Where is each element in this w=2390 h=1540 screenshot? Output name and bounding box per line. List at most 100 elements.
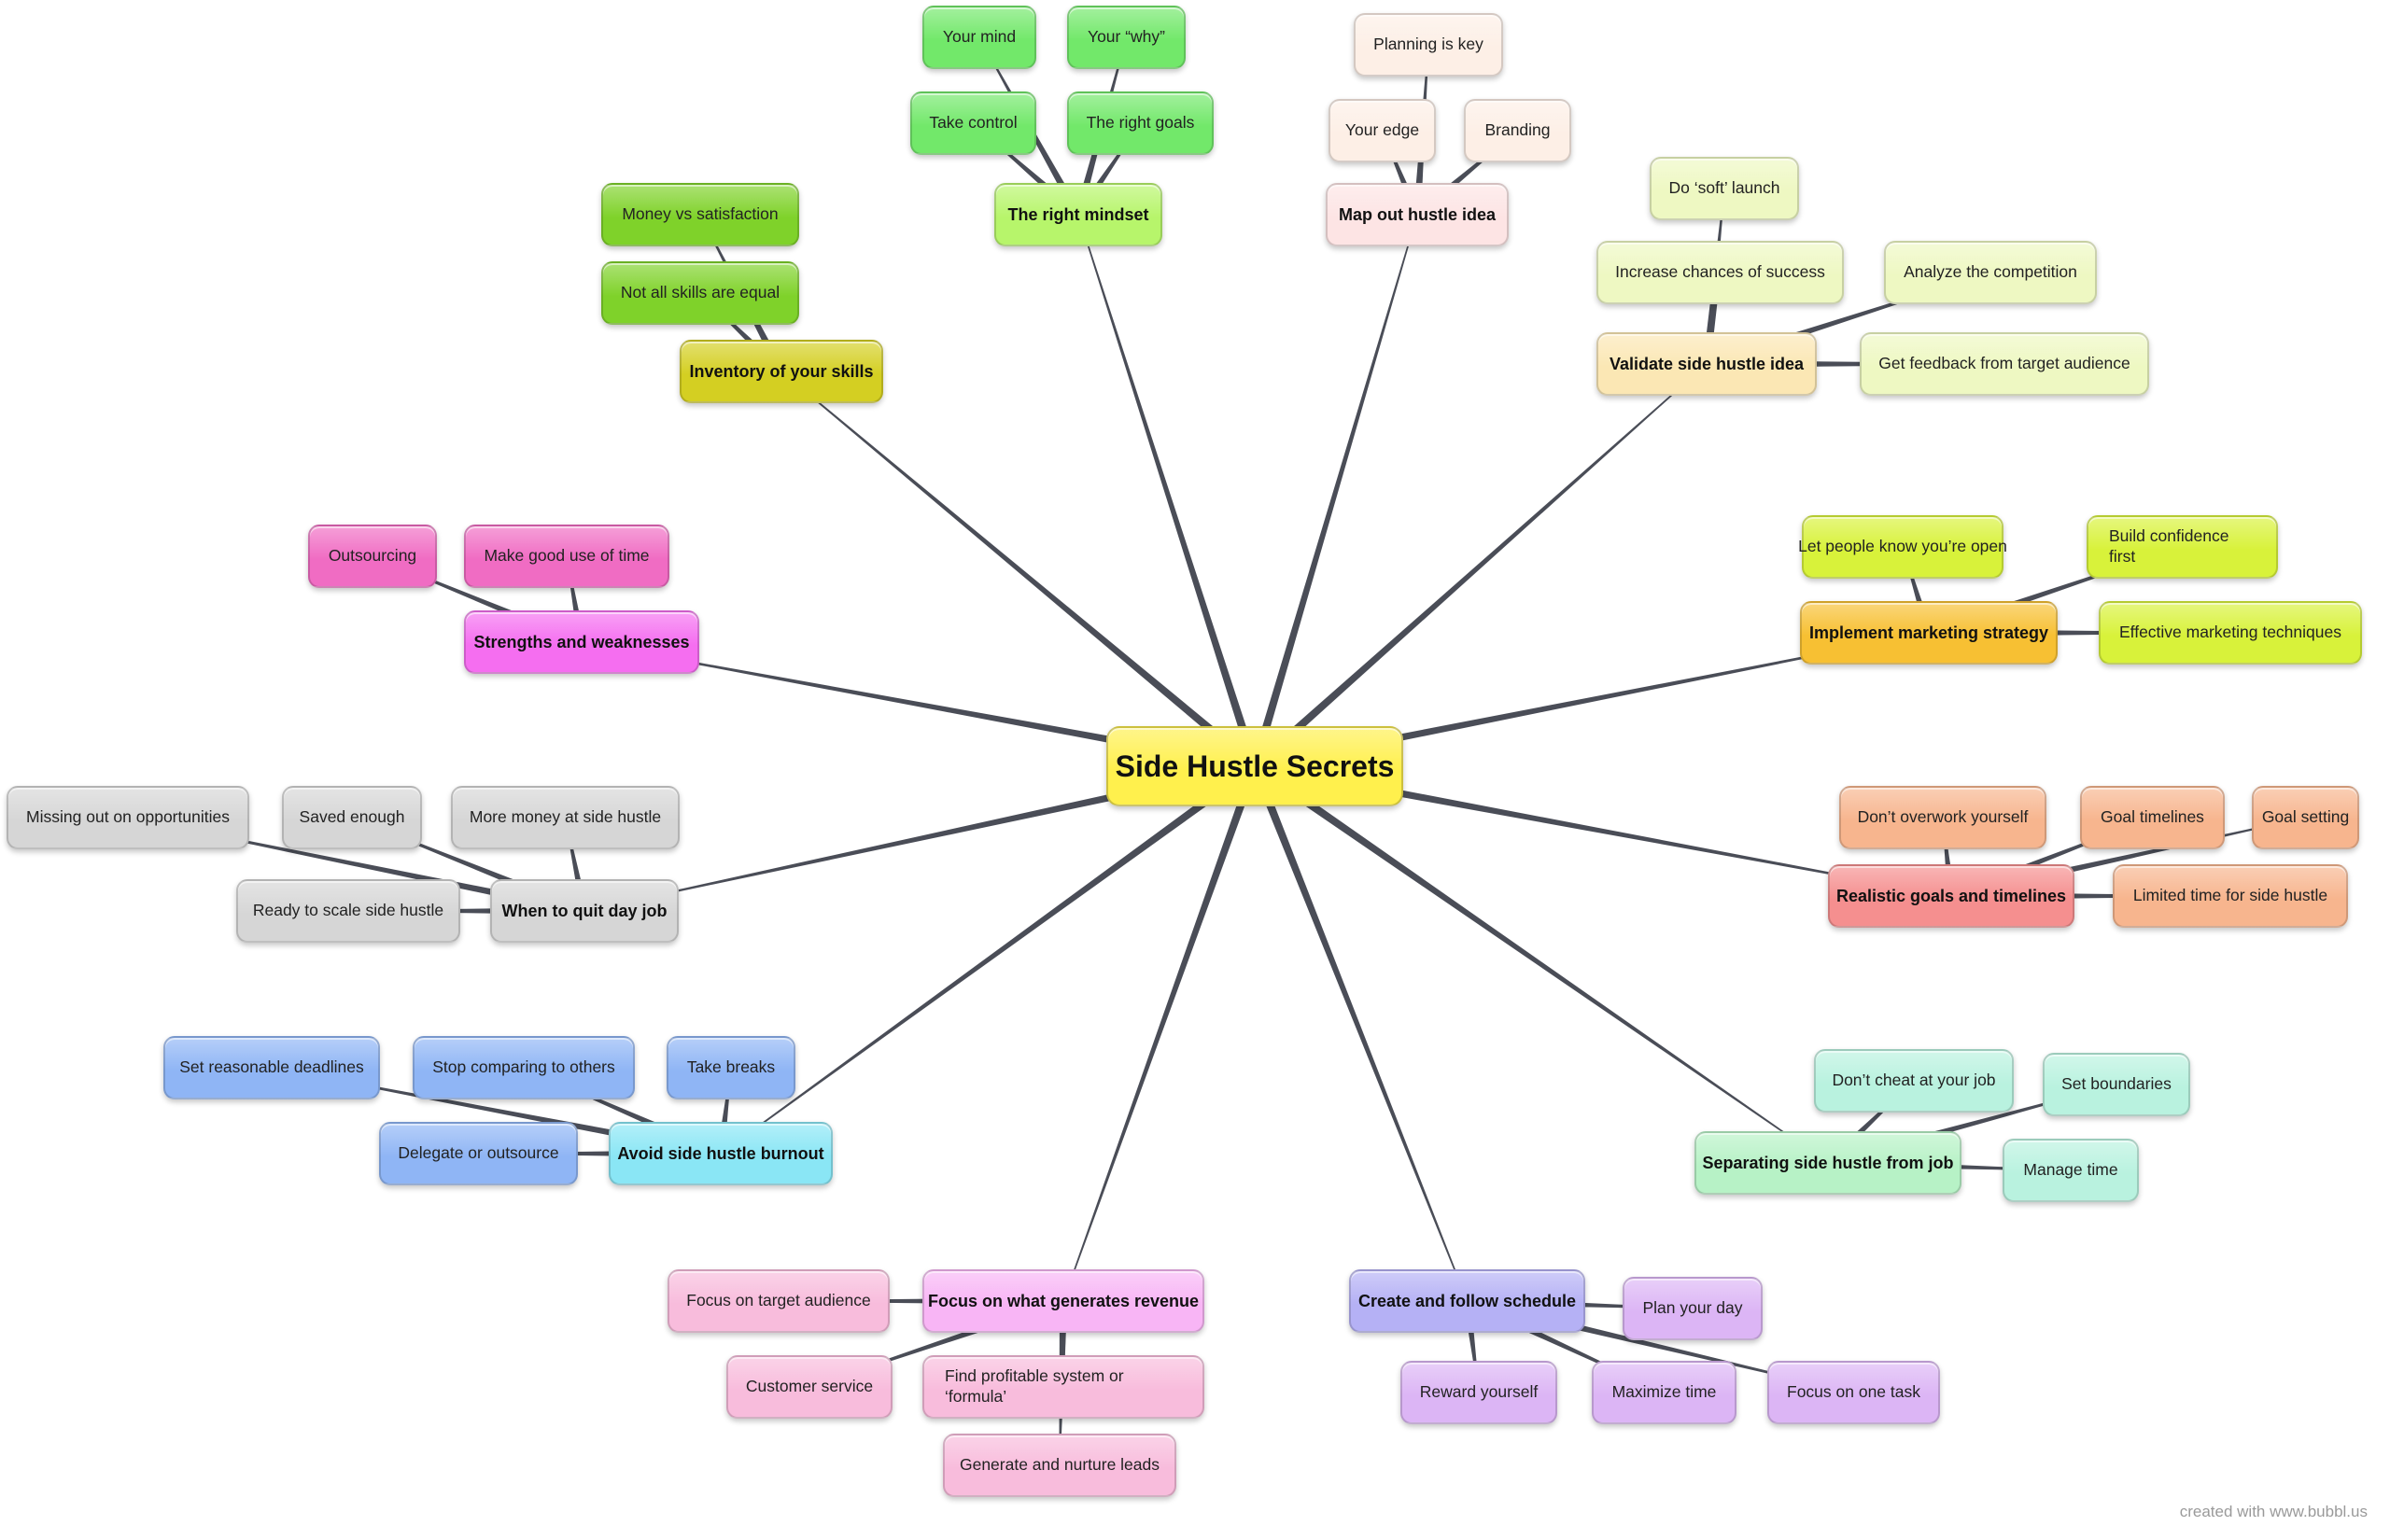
leaf-node-focus-one-task[interactable]: Focus on one task: [1767, 1361, 1940, 1424]
edge-root-schedule: [1250, 764, 1469, 1302]
node-label: Goal timelines: [2101, 807, 2204, 827]
branch-node-validate-idea[interactable]: Validate side hustle idea: [1596, 332, 1817, 396]
leaf-node-manage-time[interactable]: Manage time: [2003, 1139, 2139, 1202]
node-label: More money at side hustle: [469, 807, 662, 827]
leaf-node-not-all-skills[interactable]: Not all skills are equal: [601, 261, 799, 325]
branch-node-schedule[interactable]: Create and follow schedule: [1349, 1269, 1585, 1333]
node-label: Effective marketing techniques: [2118, 623, 2341, 642]
edge-root-separating: [1252, 763, 1829, 1164]
leaf-node-limited-time[interactable]: Limited time for side hustle: [2113, 864, 2348, 928]
edge-root-strengths: [581, 641, 1256, 771]
node-label: Manage time: [2023, 1160, 2118, 1180]
node-label: Focus on what generates revenue: [927, 1291, 1200, 1310]
leaf-node-reward-yourself[interactable]: Reward yourself: [1400, 1361, 1557, 1424]
edge-root-realistic: [1254, 762, 1952, 897]
leaf-node-delegate-outsource[interactable]: Delegate or outsource: [379, 1122, 578, 1185]
node-label: Don’t cheat at your job: [1832, 1071, 1996, 1090]
branch-node-marketing-strategy[interactable]: Implement marketing strategy: [1800, 601, 2058, 665]
node-label: Branding: [1484, 120, 1551, 140]
node-label: Make good use of time: [484, 546, 650, 566]
node-label: Analyze the competition: [1904, 262, 2077, 282]
node-label: Take control: [929, 113, 1018, 133]
leaf-node-right-goals[interactable]: The right goals: [1067, 91, 1214, 155]
leaf-node-plan-your-day[interactable]: Plan your day: [1623, 1277, 1763, 1340]
node-label: Your mind: [942, 27, 1017, 47]
root-label: Side Hustle Secrets: [1115, 749, 1395, 783]
edge-root-validate: [1252, 363, 1708, 770]
leaf-node-more-money[interactable]: More money at side hustle: [451, 786, 680, 849]
node-label: Strengths and weaknesses: [473, 632, 690, 651]
leaf-node-missing-opportunities[interactable]: Missing out on opportunities: [7, 786, 249, 849]
leaf-node-increase-chances[interactable]: Increase chances of success: [1596, 241, 1844, 304]
leaf-node-take-breaks[interactable]: Take breaks: [667, 1036, 795, 1099]
leaf-node-dont-cheat[interactable]: Don’t cheat at your job: [1814, 1049, 2014, 1113]
leaf-node-customer-service[interactable]: Customer service: [726, 1355, 893, 1419]
edge-mindset-your-mind: [978, 36, 1082, 217]
branch-node-separating[interactable]: Separating side hustle from job: [1694, 1131, 1961, 1195]
node-label: Increase chances of success: [1615, 262, 1825, 282]
leaf-node-reasonable-deadlines[interactable]: Set reasonable deadlines: [163, 1036, 380, 1099]
node-label: Outsourcing: [328, 546, 417, 566]
node-label: Take breaks: [686, 1057, 776, 1077]
branch-node-burnout[interactable]: Avoid side hustle burnout: [609, 1122, 833, 1185]
node-label: Focus on target audience: [686, 1291, 871, 1310]
leaf-node-build-confidence[interactable]: Build confidence first: [2087, 515, 2278, 579]
leaf-node-your-edge[interactable]: Your edge: [1329, 99, 1436, 162]
leaf-node-good-use-of-time[interactable]: Make good use of time: [464, 525, 669, 588]
credit-text: created with www.bubbl.us: [2179, 1503, 2368, 1520]
node-label: Stop comparing to others: [432, 1057, 615, 1077]
node-label: Money vs satisfaction: [622, 204, 779, 224]
node-label: Focus on one task: [1787, 1382, 1920, 1402]
node-label: The right goals: [1086, 113, 1195, 133]
branch-node-map-out-hustle-idea[interactable]: Map out hustle idea: [1326, 183, 1509, 246]
leaf-node-outsourcing[interactable]: Outsourcing: [308, 525, 437, 588]
leaf-node-branding[interactable]: Branding: [1464, 99, 1571, 162]
node-label: Plan your day: [1642, 1298, 1743, 1318]
leaf-node-maximize-time[interactable]: Maximize time: [1592, 1361, 1736, 1424]
node-label: Set boundaries: [2061, 1074, 2172, 1094]
node-label: Saved enough: [299, 807, 405, 827]
leaf-node-ready-to-scale[interactable]: Ready to scale side hustle: [236, 879, 460, 943]
leaf-node-effective-marketing[interactable]: Effective marketing techniques: [2099, 601, 2362, 665]
leaf-node-soft-launch[interactable]: Do ‘soft’ launch: [1650, 157, 1799, 220]
leaf-node-goal-timelines[interactable]: Goal timelines: [2080, 786, 2225, 849]
leaf-node-analyze-competition[interactable]: Analyze the competition: [1884, 241, 2097, 304]
branch-node-realistic-goals[interactable]: Realistic goals and timelines: [1828, 864, 2074, 928]
leaf-node-dont-overwork[interactable]: Don’t overwork yourself: [1839, 786, 2046, 849]
leaf-node-profitable-system[interactable]: Find profitable system or ‘formula’: [922, 1355, 1204, 1419]
leaf-node-get-feedback[interactable]: Get feedback from target audience: [1860, 332, 2149, 396]
root-node-side-hustle-secrets[interactable]: Side Hustle Secrets: [1106, 726, 1403, 806]
leaf-node-saved-enough[interactable]: Saved enough: [282, 786, 422, 849]
node-label: Not all skills are equal: [620, 283, 780, 302]
node-label: Map out hustle idea: [1339, 204, 1497, 224]
leaf-node-stop-comparing[interactable]: Stop comparing to others: [413, 1036, 635, 1099]
node-label: Let people know you’re open: [1798, 537, 2007, 556]
node-label: Separating side hustle from job: [1702, 1153, 1954, 1172]
leaf-node-let-people-know[interactable]: Let people know you’re open: [1798, 515, 2007, 579]
branch-node-right-mindset[interactable]: The right mindset: [994, 183, 1162, 246]
branch-node-strengths-weaknesses[interactable]: Strengths and weaknesses: [464, 610, 699, 674]
node-label: Goal setting: [2261, 807, 2350, 827]
node-label: Generate and nurture leads: [959, 1455, 1160, 1475]
node-label: Create and follow schedule: [1357, 1291, 1577, 1310]
node-label: Maximize time: [1611, 1382, 1717, 1402]
branch-node-quit-day-job[interactable]: When to quit day job: [490, 879, 679, 943]
leaf-node-take-control[interactable]: Take control: [910, 91, 1036, 155]
leaf-node-your-mind[interactable]: Your mind: [922, 6, 1036, 69]
leaf-node-money-vs-satisfaction[interactable]: Money vs satisfaction: [601, 183, 799, 246]
node-label: Validate side hustle idea: [1609, 354, 1805, 373]
leaf-node-generate-leads[interactable]: Generate and nurture leads: [943, 1434, 1176, 1497]
leaf-node-set-boundaries[interactable]: Set boundaries: [2043, 1053, 2190, 1116]
leaf-node-goal-setting[interactable]: Goal setting: [2252, 786, 2359, 849]
branch-node-inventory-skills[interactable]: Inventory of your skills: [680, 340, 883, 403]
node-label: The right mindset: [1007, 204, 1149, 224]
branch-node-revenue[interactable]: Focus on what generates revenue: [922, 1269, 1204, 1333]
leaf-node-target-audience[interactable]: Focus on target audience: [668, 1269, 890, 1333]
edge-root-inventory: [780, 371, 1258, 770]
node-label: Limited time for side hustle: [2132, 886, 2328, 905]
node-label: Set reasonable deadlines: [179, 1057, 364, 1077]
leaf-node-your-why[interactable]: Your “why”: [1067, 6, 1186, 69]
leaf-node-planning-is-key[interactable]: Planning is key: [1354, 13, 1503, 77]
node-label: Realistic goals and timelines: [1835, 886, 2067, 905]
